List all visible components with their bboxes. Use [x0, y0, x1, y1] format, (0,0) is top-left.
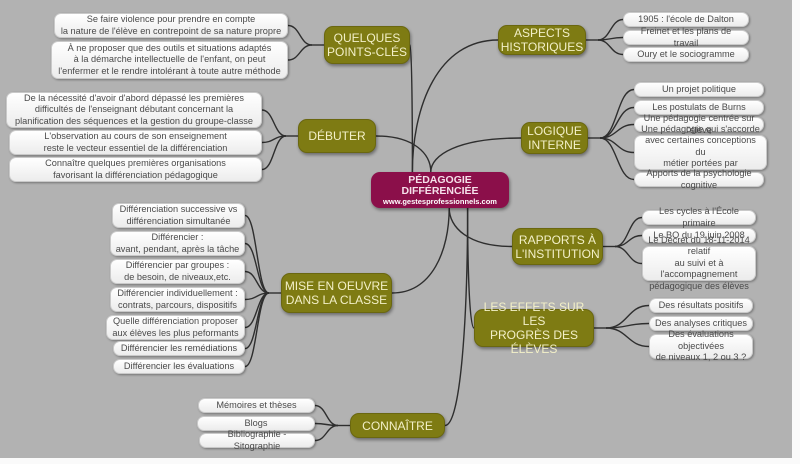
center-title: PÉDAGOGIE DIFFÉRENCIÉE — [401, 174, 479, 197]
center-url: www.gestesprofessionnels.com — [383, 197, 497, 206]
branch-debuter[interactable]: DÉBUTER — [298, 119, 376, 153]
leaf-effets-3[interactable]: Des évaluations objectivées de niveaux 1… — [649, 329, 753, 362]
leaf-mise-5[interactable]: Quelle différenciation proposer aux élèv… — [106, 315, 245, 340]
connector-center-branch-aspects-historiques — [411, 39, 499, 173]
connector-center-branch-mise-en-oeuvre — [391, 207, 450, 294]
branch-rapports-institution[interactable]: RAPPORTS À L'INSTITUTION — [512, 228, 603, 265]
leaf-mise-3[interactable]: Différencier par groupes : de besoin, de… — [110, 259, 245, 284]
connector-lines — [244, 18, 650, 442]
connector-leaf-leaf-aspects-3 — [597, 39, 624, 56]
connector-leaf-leaf-effets-2 — [605, 322, 650, 329]
connector-leaf-leaf-logique-5 — [599, 137, 635, 181]
leaf-connaitre-2[interactable]: Blogs — [197, 416, 315, 431]
connector-leaf-leaf-effets-1 — [605, 304, 650, 329]
connector-leaf-leaf-mise-6 — [244, 292, 270, 350]
connector-leaf-leaf-mise-1 — [244, 214, 270, 294]
leaf-points-cles-2[interactable]: À ne proposer que des outils et situatio… — [51, 41, 288, 79]
center-node[interactable]: PÉDAGOGIE DIFFÉRENCIÉE www.gestesprofess… — [371, 172, 509, 208]
connector-leaf-leaf-mise-7 — [244, 292, 270, 368]
connector-center-branch-effets-progres — [466, 207, 475, 329]
leaf-logique-1[interactable]: Un projet politique — [634, 82, 764, 97]
connector-center-branch-rapports-institution — [448, 207, 513, 248]
connector-leaf-leaf-points-cles-2 — [287, 44, 313, 61]
leaf-debuter-2[interactable]: L'observation au cours de son enseigneme… — [9, 130, 262, 155]
leaf-points-cles-1[interactable]: Se faire violence pour prendre en compte… — [54, 13, 288, 38]
connector-center-branch-logique-interne — [430, 137, 522, 173]
branch-logique-interne[interactable]: LOGIQUE INTERNE — [521, 122, 588, 154]
connector-leaf-leaf-connaitre-3 — [314, 424, 339, 442]
leaf-logique-2[interactable]: Les postulats de Burns — [634, 100, 764, 115]
leaf-mise-6[interactable]: Différencier les remédiations — [113, 341, 245, 356]
connector-leaf-leaf-effets-3 — [605, 327, 650, 348]
connector-leaf-leaf-connaitre-1 — [314, 404, 339, 427]
connector-leaf-leaf-points-cles-1 — [287, 24, 313, 46]
leaf-logique-5[interactable]: Apports de la psychologie cognitive — [634, 168, 764, 190]
branch-connaitre[interactable]: CONNAÎTRE — [350, 413, 445, 438]
leaf-rapports-2[interactable]: Le BO du 19 juin 2008 — [642, 228, 756, 243]
leaf-mise-2[interactable]: Différencier : avant, pendant, après la … — [110, 231, 245, 256]
branch-quelques-points-cles[interactable]: QUELQUES POINTS-CLÉS — [324, 26, 410, 64]
leaf-debuter-1[interactable]: De la nécessité d'avoir d'abord dépassé … — [6, 92, 262, 128]
connector-leaf-leaf-rapports-1 — [614, 216, 643, 248]
leaf-mise-7[interactable]: Différencier les évaluations — [113, 359, 245, 374]
leaf-logique-4[interactable]: Une pédagogie qui s'accorde avec certain… — [634, 124, 767, 180]
branch-effets-progres[interactable]: LES EFFETS SUR LES PROGRÈS DES ÉLÈVES — [474, 300, 594, 356]
leaf-aspects-3[interactable]: Oury et le sociogramme — [623, 47, 749, 62]
connector-leaf-leaf-mise-3 — [244, 270, 270, 294]
leaf-effets-2[interactable]: Des analyses critiques — [649, 316, 753, 331]
leaf-rapports-3[interactable]: Le Décret du 18-11-2014 relatif au suivi… — [642, 235, 756, 291]
mind-map-canvas: PÉDAGOGIE DIFFÉRENCIÉE www.gestesprofess… — [0, 0, 792, 458]
branch-aspects-historiques[interactable]: ASPECTS HISTORIQUES — [498, 25, 586, 55]
leaf-logique-3[interactable]: Une pédagogie centrée sur l'élève — [634, 113, 764, 135]
branch-mise-en-oeuvre[interactable]: MISE EN OEUVRE DANS LA CLASSE — [281, 273, 392, 313]
connector-leaf-leaf-rapports-3 — [614, 245, 643, 265]
connector-leaf-leaf-mise-2 — [244, 242, 270, 294]
leaf-connaitre-3[interactable]: Bibliographie - Sitographie — [199, 429, 315, 451]
connector-center-branch-quelques-points-cles — [409, 44, 414, 173]
leaf-connaitre-1[interactable]: Mémoires et thèses — [198, 398, 315, 413]
leaf-aspects-1[interactable]: 1905 : l'école de Dalton — [623, 12, 749, 27]
leaf-aspects-2[interactable]: Freinet et les plans de travail — [623, 26, 749, 48]
leaf-mise-4[interactable]: Différencier individuellement : contrats… — [110, 287, 245, 312]
leaf-mise-1[interactable]: Différenciation successive vs différenci… — [112, 203, 245, 228]
leaf-debuter-3[interactable]: Connaître quelques premières organisatio… — [9, 157, 262, 182]
connector-center-branch-connaitre — [444, 207, 469, 427]
leaf-effets-1[interactable]: Des résultats positifs — [649, 298, 753, 313]
connector-center-branch-debuter — [375, 135, 432, 173]
connector-leaf-leaf-debuter-1 — [261, 109, 287, 137]
leaf-rapports-1[interactable]: Les cycles à l'École primaire — [642, 206, 756, 228]
connector-leaf-leaf-debuter-3 — [261, 135, 287, 171]
